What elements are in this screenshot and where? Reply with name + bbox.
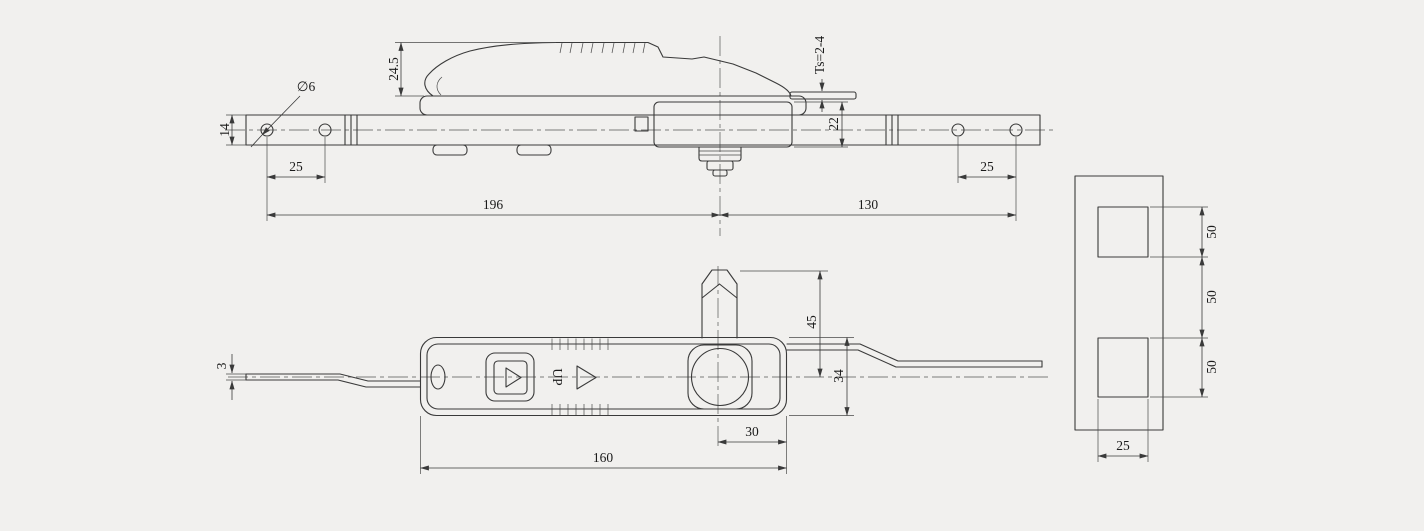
mounting-plate: [1074, 175, 1164, 431]
dim-span-right: 130: [858, 197, 879, 212]
direction-triangle-icon: [576, 365, 597, 390]
upper-rod-chevron: [701, 283, 738, 299]
leader-line: [261, 95, 301, 136]
dim-cutout-height-bottom: 50: [1204, 360, 1219, 374]
cylinder-tip: [712, 169, 728, 177]
bar-joint-lines: [885, 114, 899, 146]
dim-body-length: 160: [593, 450, 614, 465]
grip-ribs-bottom: [551, 404, 609, 415]
right-rod: [786, 349, 1043, 368]
lock-body-outline: [419, 336, 788, 417]
dim-handle-height: 24.5: [386, 57, 401, 81]
leader-line: [250, 134, 263, 148]
dim-housing-depth: 22: [826, 117, 841, 131]
extension-line: [1150, 206, 1208, 398]
plate-dimensions: 50 50 50 25: [1097, 206, 1219, 462]
push-button-face: [493, 360, 528, 395]
left-rod: [245, 379, 421, 388]
push-button: [485, 352, 535, 402]
left-rod: [245, 373, 421, 382]
dim-rod-extension: 45: [804, 315, 819, 329]
dim-span-left: 196: [483, 197, 504, 212]
extension-line: [420, 416, 787, 474]
extension-line: [266, 137, 1017, 221]
bar-hole: [260, 123, 274, 137]
up-label: UP: [550, 368, 565, 385]
lock-housing: [653, 101, 793, 148]
base-plate: [419, 95, 807, 116]
top-view-geometry: [245, 41, 1041, 177]
dim-body-width: 34: [831, 369, 846, 383]
lock-collar: [687, 344, 753, 410]
lock-cylinder-face: [690, 347, 750, 407]
lock-body-inner: [426, 343, 781, 410]
bar-slot: [634, 116, 649, 132]
top-view: ∅6 14 24.5 25 196 130 25: [217, 36, 1055, 236]
handle-cover: [424, 41, 792, 97]
extension-line: [794, 101, 848, 148]
right-rod: [786, 343, 1043, 362]
handle-grip-ribs: [559, 42, 646, 54]
dim-rod-thickness: 3: [214, 362, 229, 369]
lock-cylinder: [698, 146, 742, 162]
plate-geometry: [1074, 175, 1164, 431]
dim-sheet-thickness: Ts=2-4: [812, 36, 827, 74]
bar-joint-lines: [344, 114, 358, 146]
extension-line: [395, 42, 556, 97]
top-view-dimensions: ∅6 14 24.5 25 196 130 25: [217, 36, 1017, 221]
dim-cutout-gap: 50: [1204, 290, 1219, 304]
mounting-foot: [516, 144, 552, 156]
dim-lock-offset: 30: [745, 424, 759, 439]
handle-inner-edge: [436, 76, 443, 96]
cylinder-knurl-lines: [699, 150, 741, 156]
dim-cutout-height-top: 50: [1204, 225, 1219, 239]
dim-bar-width: 14: [217, 123, 232, 137]
bar-hole: [951, 123, 965, 137]
plate-cutout-bottom: [1097, 337, 1149, 398]
grip-ribs-top: [551, 338, 609, 350]
plate-cutout-top: [1097, 206, 1149, 258]
extension-line: [226, 373, 246, 381]
front-view-dimensions: 3 45 34 30 160: [214, 270, 854, 474]
upper-rod: [701, 269, 738, 339]
extension-line: [1097, 399, 1149, 462]
extension-line: [789, 337, 854, 416]
top-view-centerlines: [225, 36, 1055, 236]
front-view-centerlines: [228, 266, 1052, 450]
mounting-foot: [432, 144, 468, 156]
dim-cutout-width: 25: [1116, 438, 1130, 453]
bar-hole: [1009, 123, 1023, 137]
mounting-plate-view: 50 50 50 25: [1074, 175, 1219, 462]
extension-line: [226, 114, 246, 146]
front-view: UP 3: [214, 266, 1052, 474]
dim-hole-diameter: ∅6: [297, 79, 316, 94]
dim-right-hole-pitch: 25: [980, 159, 994, 174]
front-view-geometry: UP: [245, 269, 1043, 417]
button-triangle-icon: [505, 367, 522, 388]
dim-left-hole-pitch: 25: [289, 159, 303, 174]
bar-hole: [318, 123, 332, 137]
pivot-oval: [430, 364, 446, 390]
